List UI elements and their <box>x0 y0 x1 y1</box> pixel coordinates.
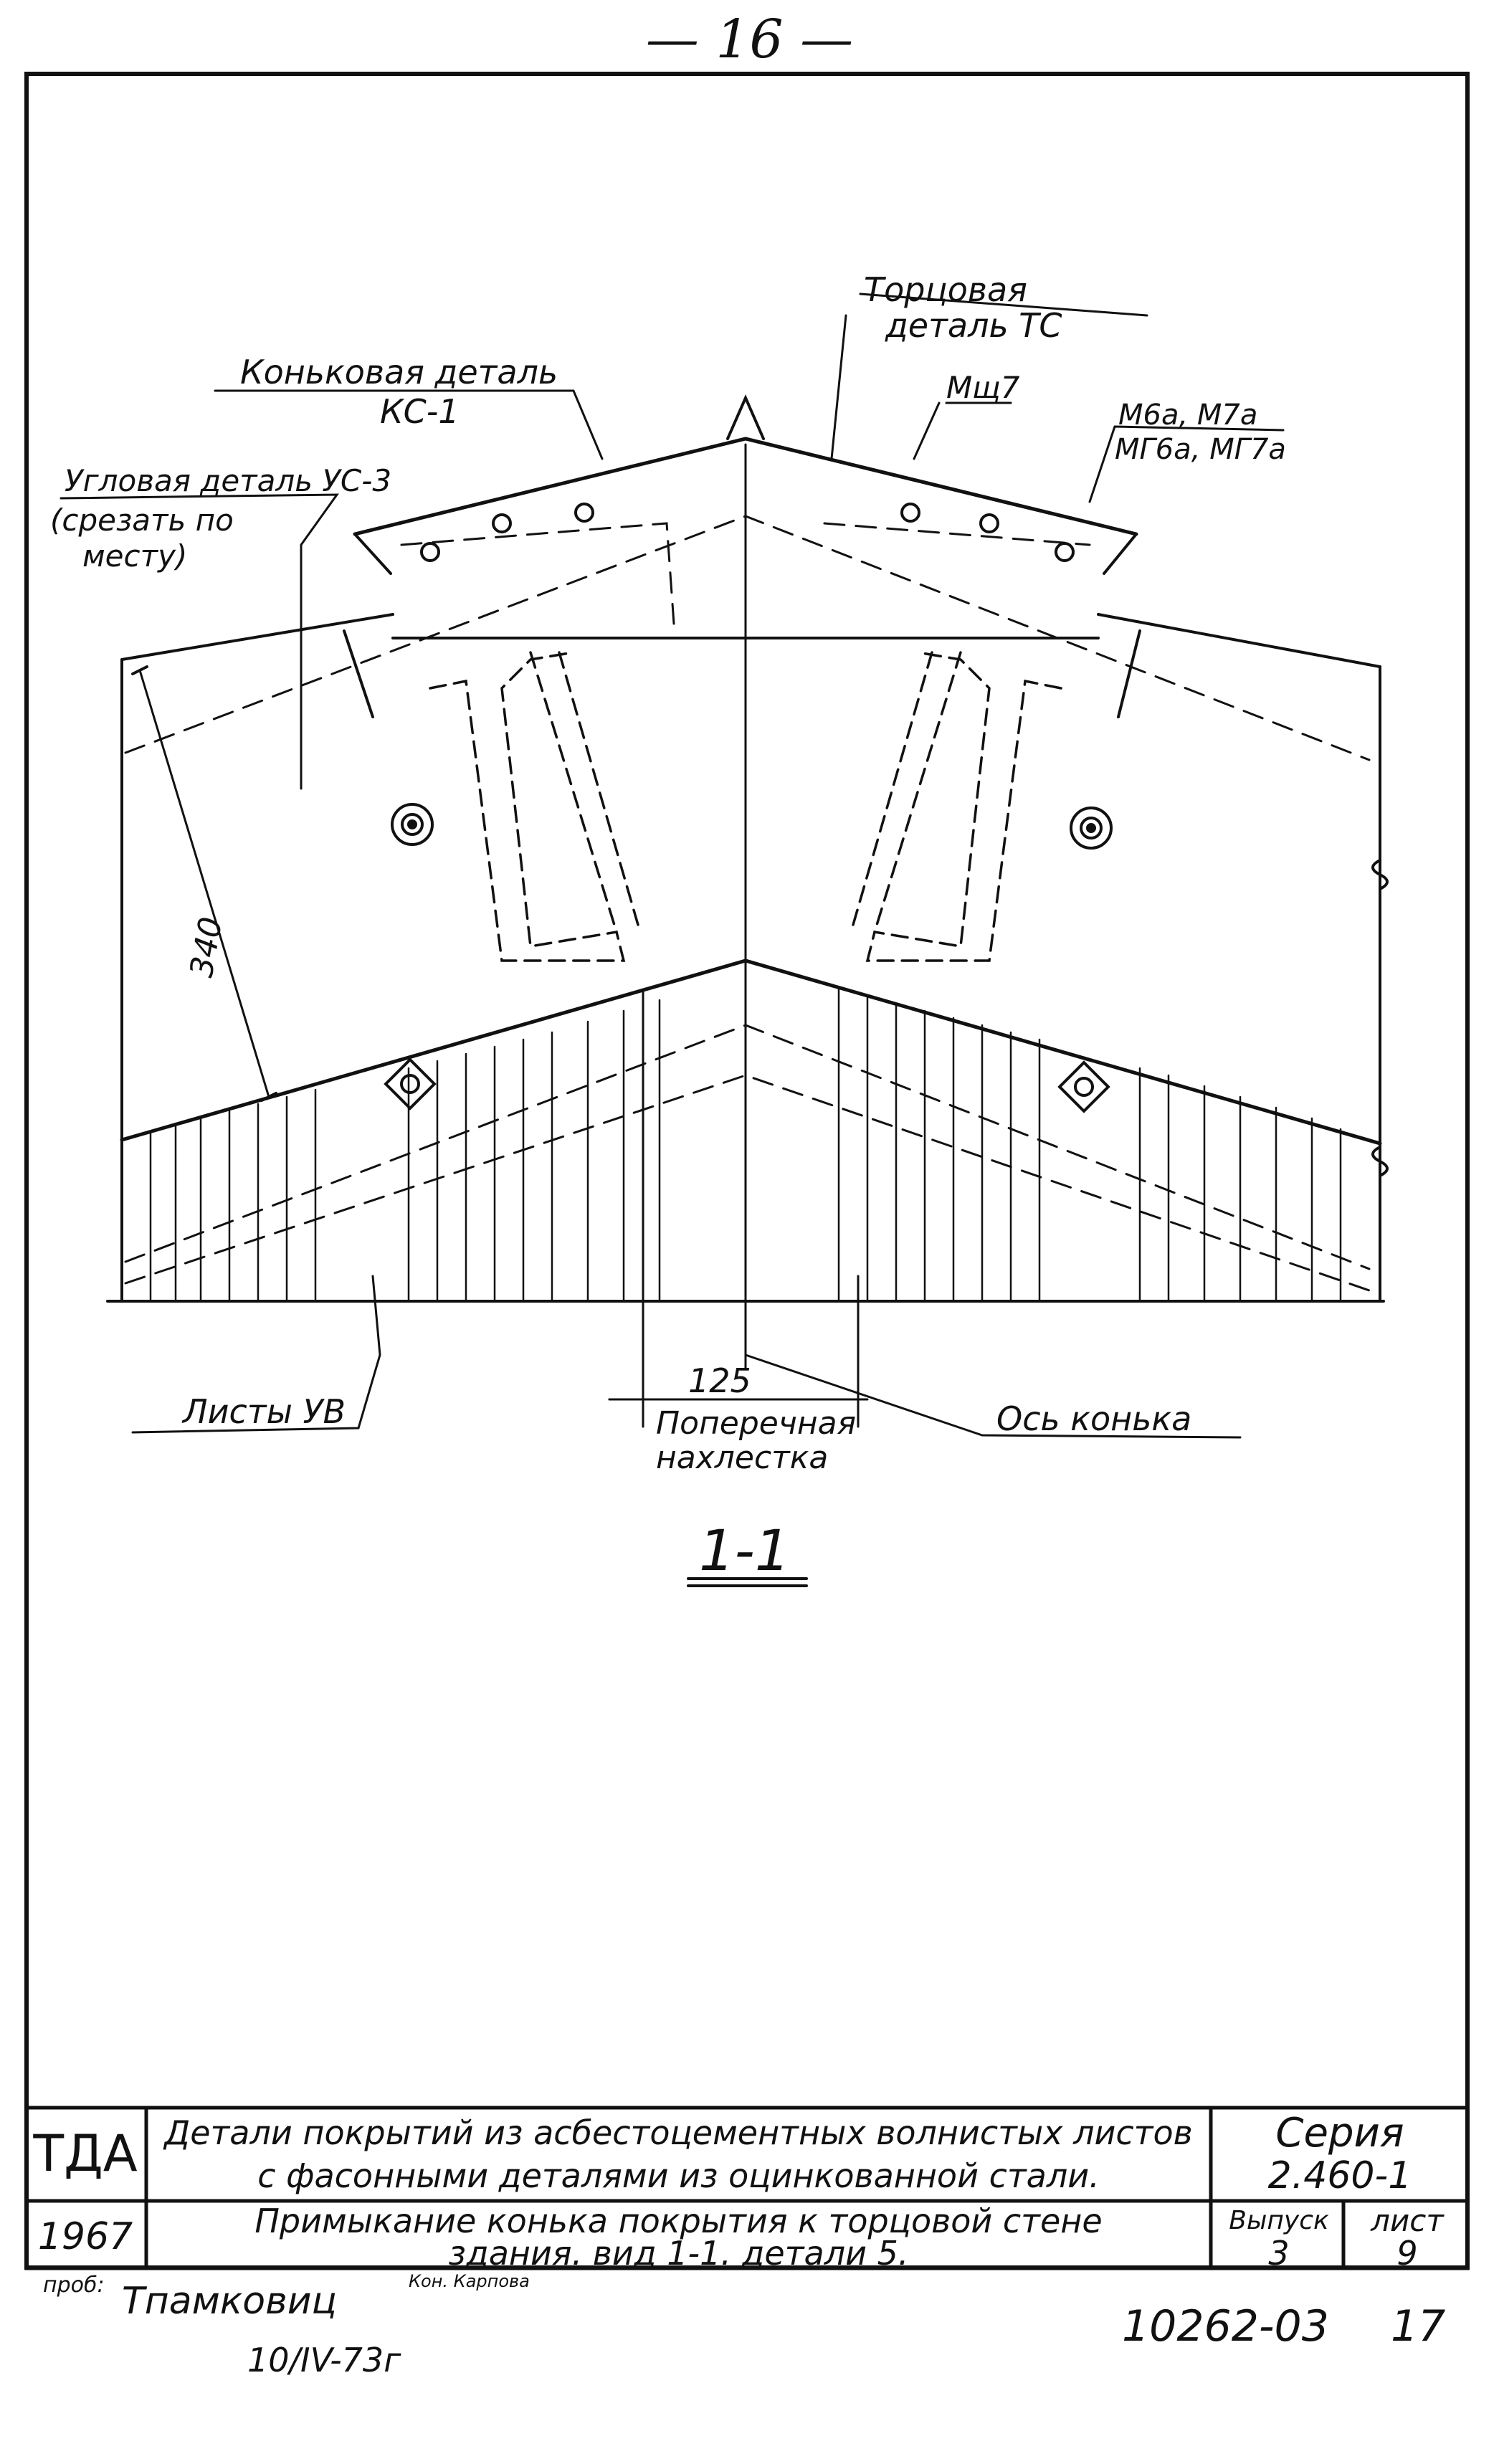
sheet-title-line-1: Примыкание конька покрытия к торцовой ст… <box>254 2201 1103 2240</box>
purlin-right <box>865 651 1062 962</box>
bolt-right-upper <box>1070 807 1113 850</box>
year: 1967 <box>37 2215 133 2258</box>
title-block-grid <box>24 2106 1470 2270</box>
label-dim-125: 125 <box>688 1361 751 1400</box>
purlin-left <box>429 651 626 962</box>
issue-label: Выпуск <box>1229 2206 1329 2235</box>
section-title: 1-1 <box>699 1519 790 1584</box>
org-code: ТДА <box>33 2123 138 2183</box>
title-line-2: с фасонными деталями из оцинкованной ста… <box>257 2156 1100 2195</box>
roof-upper-left <box>120 613 394 661</box>
bolt-left-lower <box>384 1057 437 1110</box>
label-corner-detail: Угловая деталь УС-3 <box>65 463 391 498</box>
sheet-value: 9 <box>1396 2233 1418 2273</box>
roof-upper-right <box>1097 613 1381 668</box>
label-dim-340: 340 <box>184 914 230 980</box>
checked-prefix: проб: <box>43 2273 105 2298</box>
issue-value: 3 <box>1268 2233 1290 2273</box>
label-corner-note-1: (срезать по <box>50 503 234 538</box>
checked-small: Кон. Карпова <box>409 2271 530 2291</box>
label-ridge-detail-code: КС-1 <box>380 392 460 431</box>
series-label: Серия <box>1275 2109 1404 2156</box>
label-end-detail-1: Торцовая <box>864 270 1027 309</box>
label-corner-note-2: месту) <box>82 538 187 574</box>
label-fasteners-2: МГ6а, МГ7а <box>1115 433 1286 466</box>
ridge-tip <box>726 394 765 440</box>
label-fasteners-1: М6а, М7а <box>1118 399 1257 432</box>
title-block: ТДА Детали покрытий из асбестоцементных … <box>24 2106 1470 2273</box>
series-value: 2.460-1 <box>1267 2154 1412 2197</box>
doc-number: 10262-03 <box>1122 2301 1329 2351</box>
ridge-cap <box>353 437 1138 536</box>
page-footer-number: 17 <box>1391 2301 1446 2351</box>
label-overlap-2: нахлестка <box>656 1440 828 1476</box>
label-ridge-detail: Коньковая деталь <box>240 353 558 391</box>
label-overlap-1: Поперечная <box>656 1405 856 1442</box>
title-line-1: Детали покрытий из асбестоцементных волн… <box>164 2113 1193 2152</box>
dim-340-line <box>138 669 270 1098</box>
checked-name: Тпамковиц <box>122 2280 337 2323</box>
label-fastener-mshch7: Мщ7 <box>946 370 1020 405</box>
bolt-right-lower <box>1057 1060 1110 1113</box>
label-ridge-axis: Ось конька <box>996 1399 1191 1438</box>
page-number: — 16 — <box>645 9 854 70</box>
label-sheets: Листы УВ <box>181 1392 346 1431</box>
label-end-detail-2: деталь ТС <box>885 306 1062 345</box>
roof-lower <box>120 959 1382 1146</box>
sheet-label: лист <box>1371 2203 1444 2238</box>
checked-date: 10/IV-73г <box>247 2341 401 2379</box>
sheet-title-line-2: здания. вид 1-1. детали 5. <box>448 2233 909 2273</box>
bolt-left-upper <box>391 803 434 846</box>
